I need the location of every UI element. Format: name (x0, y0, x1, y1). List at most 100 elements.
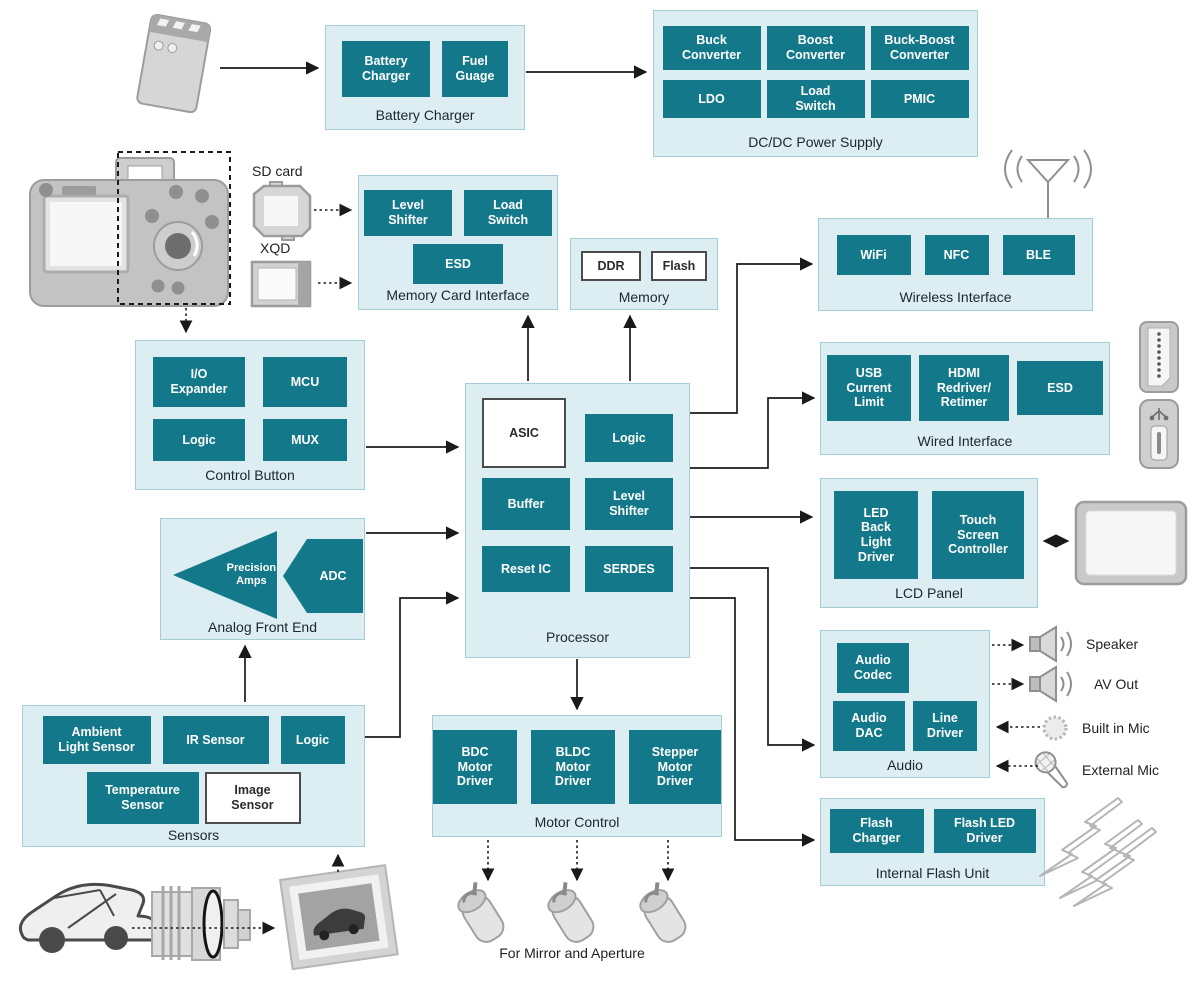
chip-ldo: LDO (662, 80, 761, 118)
group-dcdc-power-supply: Buck Converter Boost Converter Buck-Boos… (653, 10, 978, 157)
chip-logic-control: Logic (153, 419, 245, 461)
group-control-button: I/O Expander MCU Logic MUX Control Butto… (135, 340, 365, 490)
group-lcd-panel: LED Back Light Driver Touch Screen Contr… (820, 478, 1038, 608)
chip-wifi: WiFi (836, 235, 911, 275)
chip-image-sensor: Image Sensor (204, 772, 301, 824)
chip-esd-wired: ESD (1017, 361, 1103, 415)
group-label-audio: Audio (887, 757, 923, 773)
camera-lens-icon (151, 886, 251, 961)
built-in-mic-label: Built in Mic (1082, 720, 1150, 736)
group-battery-charger: Battery Charger Fuel Guage Battery Charg… (325, 25, 525, 130)
group-label-afe: Analog Front End (208, 619, 317, 635)
chip-nfc: NFC (924, 235, 989, 275)
chip-battery-charger: Battery Charger (342, 41, 430, 97)
chip-logic-processor: Logic (585, 414, 673, 462)
group-memory-card-interface: Level Shifter Load Switch ESD Memory Car… (358, 175, 558, 310)
chip-reset-ic: Reset IC (482, 546, 570, 592)
chip-temperature-sensor: Temperature Sensor (86, 772, 199, 824)
chip-precision-amps: Precision Amps (173, 531, 277, 619)
group-label-memory-card: Memory Card Interface (386, 287, 530, 303)
group-processor: ASIC Logic Buffer Level Shifter Reset IC… (465, 383, 690, 658)
chip-load-switch-mci: Load Switch (464, 190, 552, 236)
speaker-label: Speaker (1086, 636, 1139, 652)
chip-flash-charger: Flash Charger (829, 809, 924, 853)
chip-audio-dac: Audio DAC (833, 701, 905, 751)
hdmi-connector-icon (1139, 321, 1179, 393)
chip-io-expander: I/O Expander (153, 357, 245, 407)
group-analog-front-end: Precision Amps ADC Analog Front End (160, 518, 365, 640)
photo-icon (278, 864, 399, 971)
group-motor-control: BDC Motor Driver BLDC Motor Driver Stepp… (432, 715, 722, 837)
chip-led-backlight-driver: LED Back Light Driver (834, 491, 918, 579)
car-icon (18, 882, 157, 953)
xqd-card-icon (250, 260, 312, 308)
group-internal-flash-unit: Flash Charger Flash LED Driver Internal … (820, 798, 1045, 886)
chip-ble: BLE (1002, 235, 1075, 275)
chip-buffer: Buffer (482, 478, 570, 530)
built-in-mic-icon (1042, 715, 1068, 741)
sd-card-icon (252, 181, 312, 241)
group-label-flash-unit: Internal Flash Unit (875, 865, 990, 881)
chip-ambient-light-sensor: Ambient Light Sensor (42, 716, 151, 764)
group-wired-interface: USB Current Limit HDMI Redriver/ Retimer… (820, 342, 1110, 455)
av-out-label: AV Out (1094, 676, 1139, 692)
external-mic-label: External Mic (1082, 762, 1160, 778)
chip-pmic: PMIC (870, 80, 969, 118)
group-memory: DDR Flash Memory (570, 238, 718, 310)
flash-lightning-icon (1039, 797, 1157, 907)
chip-buck-converter: Buck Converter (662, 26, 761, 70)
av-out-speaker-icon (1029, 665, 1072, 703)
external-mic-icon (1034, 751, 1069, 789)
chip-fuel-guage: Fuel Guage (442, 41, 508, 97)
group-label-wired: Wired Interface (917, 433, 1013, 449)
group-label-processor: Processor (545, 629, 610, 645)
group-label-sensors: Sensors (167, 827, 220, 843)
group-label-dcdc: DC/DC Power Supply (748, 134, 883, 150)
chip-flash-led-driver: Flash LED Driver (933, 809, 1036, 853)
lcd-screen-icon (1074, 500, 1188, 586)
group-label-battery-charger: Battery Charger (375, 107, 475, 123)
group-label-wireless: Wireless Interface (899, 289, 1012, 305)
chip-usb-current-limit: USB Current Limit (827, 355, 911, 421)
usb-connector-icon (1139, 399, 1179, 469)
camera-icon (29, 151, 231, 307)
chip-esd-mci: ESD (413, 244, 503, 284)
chip-hdmi-redriver: HDMI Redriver/ Retimer (919, 355, 1009, 421)
group-label-motor: Motor Control (534, 814, 620, 830)
group-label-control-button: Control Button (205, 467, 295, 483)
mirror-aperture-label: For Mirror and Aperture (499, 945, 645, 961)
chip-bldc-motor-driver: BLDC Motor Driver (531, 730, 615, 804)
chip-mcu: MCU (263, 357, 347, 407)
chip-level-shifter-mci: Level Shifter (364, 190, 452, 236)
chip-ir-sensor: IR Sensor (162, 716, 269, 764)
group-label-lcd: LCD Panel (895, 585, 963, 601)
chip-stepper-motor-driver: Stepper Motor Driver (629, 730, 721, 804)
antenna-icon (1004, 149, 1092, 218)
motor-icon (457, 882, 505, 943)
sd-card-label: SD card (252, 163, 303, 179)
xqd-label: XQD (260, 240, 291, 256)
chip-mux: MUX (263, 419, 347, 461)
chip-adc: ADC (283, 539, 363, 613)
group-sensors: Ambient Light Sensor IR Sensor Logic Tem… (22, 705, 365, 847)
group-audio: Audio Codec Audio DAC Line Driver Audio (820, 630, 990, 778)
group-wireless-interface: WiFi NFC BLE Wireless Interface (818, 218, 1093, 311)
chip-load-switch-power: Load Switch (766, 80, 865, 118)
battery-icon (136, 13, 212, 114)
chip-logic-sensors: Logic (280, 716, 345, 764)
chip-touch-screen-controller: Touch Screen Controller (932, 491, 1024, 579)
chip-ddr: DDR (581, 251, 641, 281)
group-label-memory: Memory (618, 289, 670, 305)
motor-icon (639, 882, 687, 943)
chip-bdc-motor-driver: BDC Motor Driver (433, 730, 517, 804)
chip-serdes: SERDES (585, 546, 673, 592)
chip-asic: ASIC (482, 398, 566, 468)
chip-audio-codec: Audio Codec (837, 643, 909, 693)
motor-icon (547, 882, 595, 943)
chip-boost-converter: Boost Converter (766, 26, 865, 70)
chip-line-driver: Line Driver (913, 701, 977, 751)
chip-buck-boost-converter: Buck-Boost Converter (870, 26, 969, 70)
chip-level-shifter-proc: Level Shifter (585, 478, 673, 530)
chip-flash-memory: Flash (651, 251, 707, 281)
